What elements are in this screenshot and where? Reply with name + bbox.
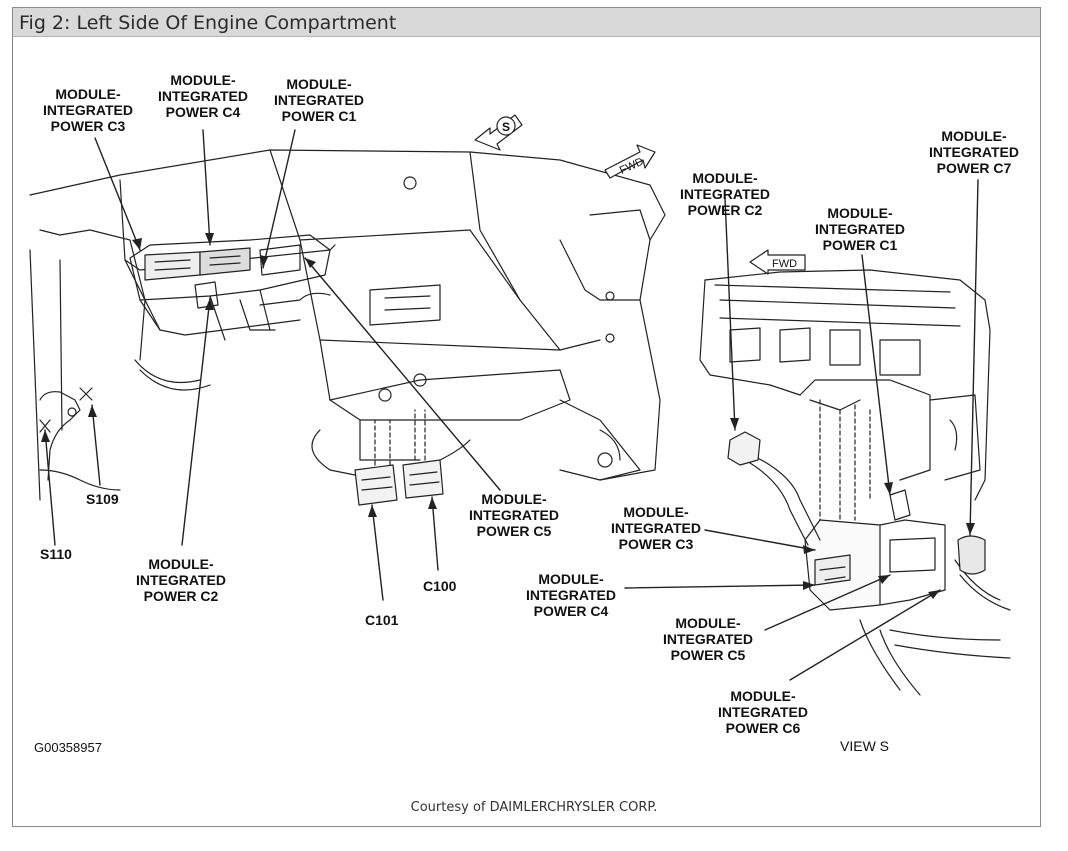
credit-line: Courtesy of DAIMLERCHRYSLER CORP. (410, 800, 658, 815)
view-label: VIEW S (840, 738, 890, 754)
label-c1-right: MODULE- INTEGRATED POWER C1 (815, 205, 905, 253)
fwd-marker-right: FWD (772, 258, 797, 270)
label-s110: S110 (40, 546, 72, 562)
label-c4-right: MODULE- INTEGRATED POWER C4 (526, 571, 616, 619)
callout-arrows (44, 129, 979, 681)
view-s-assembly (699, 269, 1011, 696)
left-module-box (129, 234, 331, 391)
label-c100: C100 (423, 578, 457, 594)
figure-title: Fig 2: Left Side Of Engine Compartment (19, 12, 397, 34)
figure-id: G00358957 (34, 740, 102, 755)
label-c6-right: MODULE- INTEGRATED POWER C6 (718, 688, 808, 736)
label-c101: C101 (365, 612, 399, 628)
view-s-marker: S (502, 120, 510, 134)
title-bar: Fig 2: Left Side Of Engine Compartment (13, 8, 1040, 37)
arrow-heads (41, 233, 975, 599)
label-c1-top: MODULE- INTEGRATED POWER C1 (274, 76, 364, 124)
label-c3-top: MODULE- INTEGRATED POWER C3 (43, 86, 133, 134)
label-c2-left: MODULE- INTEGRATED POWER C2 (136, 556, 226, 604)
splice-connectors (39, 387, 93, 481)
fwd-marker-top: FWD (618, 156, 646, 177)
direction-markers (474, 114, 806, 275)
label-c4-top: MODULE- INTEGRATED POWER C4 (158, 72, 248, 120)
label-c3-right: MODULE- INTEGRATED POWER C3 (611, 504, 701, 552)
left-assembly-outline (29, 149, 666, 501)
label-c7-right: MODULE- INTEGRATED POWER C7 (929, 128, 1019, 176)
label-c5-right: MODULE- INTEGRATED POWER C5 (663, 615, 753, 663)
label-s109: S109 (86, 491, 119, 507)
c100-c101-connectors (311, 409, 471, 506)
label-c5-mid: MODULE- INTEGRATED POWER C5 (469, 491, 559, 539)
label-c2-right: MODULE- INTEGRATED POWER C2 (680, 170, 770, 218)
